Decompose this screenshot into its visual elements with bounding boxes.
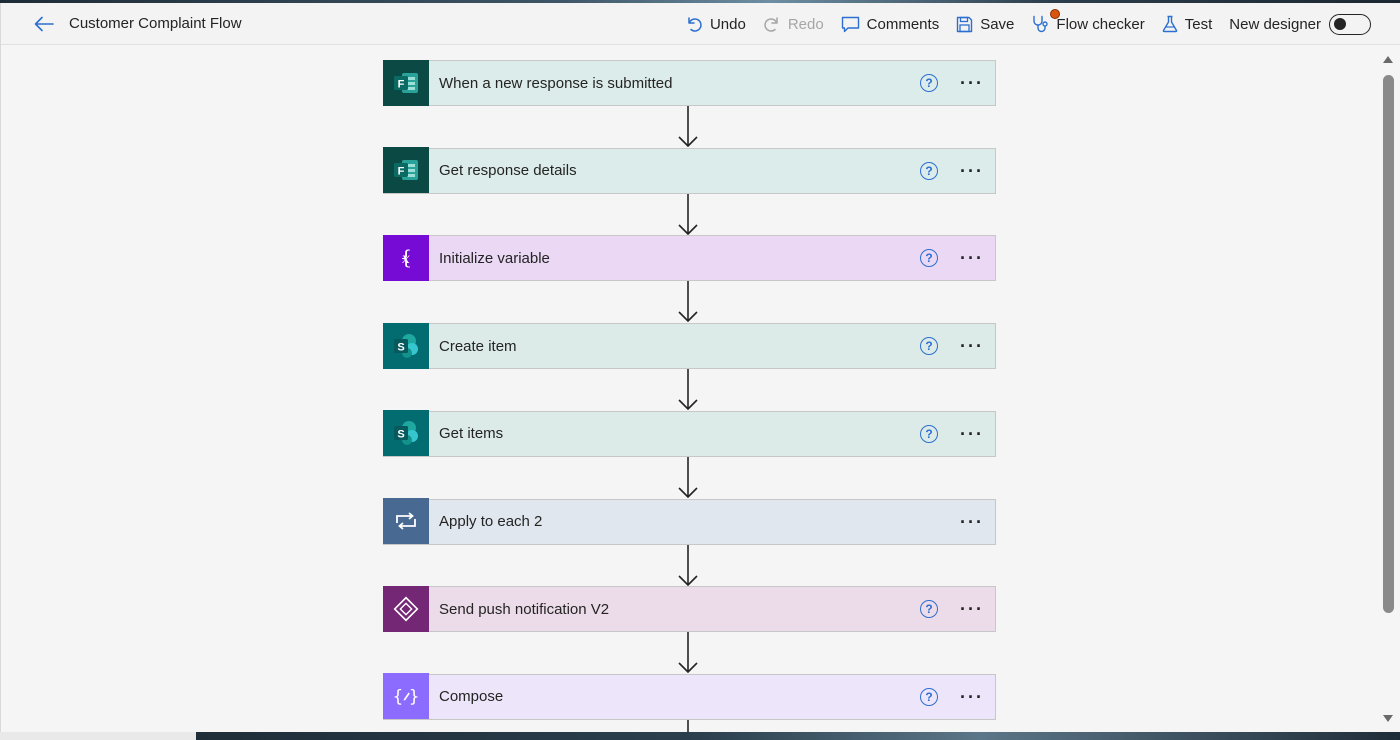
- undo-label: Undo: [709, 15, 746, 33]
- caret-down-icon: [1383, 714, 1393, 722]
- flow-step-card[interactable]: Send push notification V2? ···: [383, 585, 996, 633]
- svg-text:S: S: [397, 341, 404, 353]
- beaker-icon: [1162, 15, 1178, 33]
- redo-button[interactable]: Redo: [763, 15, 824, 33]
- desktop-background-strip: [0, 0, 1400, 3]
- redo-label: Redo: [787, 15, 824, 33]
- flow-step-title: Get response details: [439, 162, 577, 180]
- connector-arrow-icon: [677, 369, 699, 411]
- help-icon[interactable]: ?: [920, 600, 939, 619]
- help-icon[interactable]: ?: [920, 161, 939, 180]
- svg-text:{: {: [400, 246, 413, 269]
- flow-step-title: Initialize variable: [439, 249, 550, 267]
- flow-checker-label: Flow checker: [1056, 15, 1145, 33]
- more-options-button[interactable]: ···: [960, 511, 984, 532]
- flow-title: Customer Complaint Flow: [69, 15, 242, 32]
- more-options-button[interactable]: ···: [960, 686, 984, 707]
- vertical-scrollbar[interactable]: [1377, 45, 1400, 732]
- undo-button[interactable]: Undo: [685, 15, 746, 33]
- flow-checker-icon-wrap: [1031, 8, 1061, 34]
- svg-text:S: S: [397, 429, 404, 441]
- comments-button[interactable]: Comments: [841, 15, 940, 33]
- svg-text:F: F: [398, 78, 405, 90]
- more-options-button[interactable]: ···: [960, 336, 984, 357]
- help-icon[interactable]: ?: [920, 249, 939, 268]
- help-icon[interactable]: ?: [920, 424, 939, 443]
- toggle-knob: [1334, 18, 1346, 30]
- comments-label: Comments: [866, 15, 940, 33]
- connector-arrow-icon: [677, 281, 699, 323]
- connector-arrow-icon: [677, 632, 699, 674]
- stethoscope-icon: [1033, 15, 1049, 32]
- microsoft-forms-icon: F: [383, 147, 429, 194]
- new-designer-label: New designer: [1229, 15, 1321, 33]
- arrow-left-icon: [34, 16, 54, 32]
- undo-icon: [688, 17, 702, 32]
- redo-icon: [764, 17, 778, 32]
- flow-step-card[interactable]: Apply to each 2 ···: [383, 498, 996, 545]
- taskbar-strip: [0, 732, 1400, 740]
- help-icon[interactable]: ?: [920, 74, 939, 92]
- more-options-button[interactable]: ···: [960, 423, 984, 444]
- scroll-up-button[interactable]: [1381, 53, 1395, 65]
- more-options-button[interactable]: ···: [960, 248, 984, 269]
- flow-step-title: Send push notification V2: [439, 600, 610, 618]
- flow-step-title: Create item: [439, 337, 517, 355]
- help-icon[interactable]: ?: [920, 687, 939, 706]
- help-icon[interactable]: ?: [920, 337, 939, 356]
- new-designer-toggle[interactable]: [1329, 13, 1371, 35]
- save-icon: [957, 16, 973, 32]
- flow-step-card[interactable]: { } Compose? ···: [383, 673, 996, 720]
- microsoft-forms-icon: F: [383, 59, 429, 106]
- flow-designer-window: Customer Complaint Flow Undo Redo: [0, 3, 1400, 732]
- test-label: Test: [1184, 15, 1213, 33]
- connector-arrow-icon: [677, 106, 699, 148]
- flow-step-card[interactable]: F Get response details? ···: [383, 147, 996, 194]
- more-options-button[interactable]: ···: [960, 73, 984, 93]
- compose-icon: { }: [383, 673, 429, 720]
- flow-step-card[interactable]: S Get items? ···: [383, 410, 996, 457]
- more-options-button[interactable]: ···: [960, 599, 984, 620]
- svg-text:F: F: [398, 166, 405, 178]
- sharepoint-icon: S: [383, 410, 429, 457]
- flow-step-title: Compose: [439, 688, 504, 706]
- svg-text:x: x: [402, 251, 410, 267]
- flow-step-title: When a new response is submitted: [439, 74, 673, 92]
- sharepoint-icon: S: [383, 322, 429, 369]
- flow-step-card[interactable]: S Create item? ···: [383, 322, 996, 370]
- connector-arrow-icon: [677, 544, 699, 587]
- flow-checker-warning-badge: [1050, 8, 1061, 19]
- test-button[interactable]: Test: [1162, 15, 1213, 33]
- connector-arrow-icon: [677, 193, 699, 236]
- power-apps-icon: [383, 585, 429, 632]
- comment-icon: [841, 16, 859, 32]
- flow-step-title: Get items: [439, 425, 504, 443]
- scrollbar-thumb[interactable]: [1383, 75, 1394, 613]
- flow-canvas[interactable]: F When a new response is submitted? ··· F Ge…: [1, 45, 1377, 732]
- more-options-button[interactable]: ···: [960, 160, 984, 181]
- designer-toolbar: Undo Redo Comments: [685, 3, 1400, 45]
- flow-step-card[interactable]: {x Initialize variable? ···: [383, 234, 996, 282]
- loop-icon: [383, 498, 429, 544]
- variable-icon: {x: [383, 234, 429, 281]
- caret-up-icon: [1383, 55, 1393, 63]
- connector-arrow-icon: [677, 719, 699, 732]
- flow-checker-button[interactable]: Flow checker: [1031, 8, 1145, 34]
- designer-header: Customer Complaint Flow Undo Redo: [1, 3, 1400, 45]
- save-button[interactable]: Save: [956, 16, 1014, 33]
- scroll-down-button[interactable]: [1381, 712, 1395, 724]
- connector-arrow-icon: [677, 456, 699, 499]
- back-button[interactable]: [31, 11, 57, 37]
- flow-step-title: Apply to each 2: [439, 513, 543, 530]
- save-label: Save: [980, 15, 1015, 33]
- flow-step-card[interactable]: F When a new response is submitted? ···: [383, 59, 996, 106]
